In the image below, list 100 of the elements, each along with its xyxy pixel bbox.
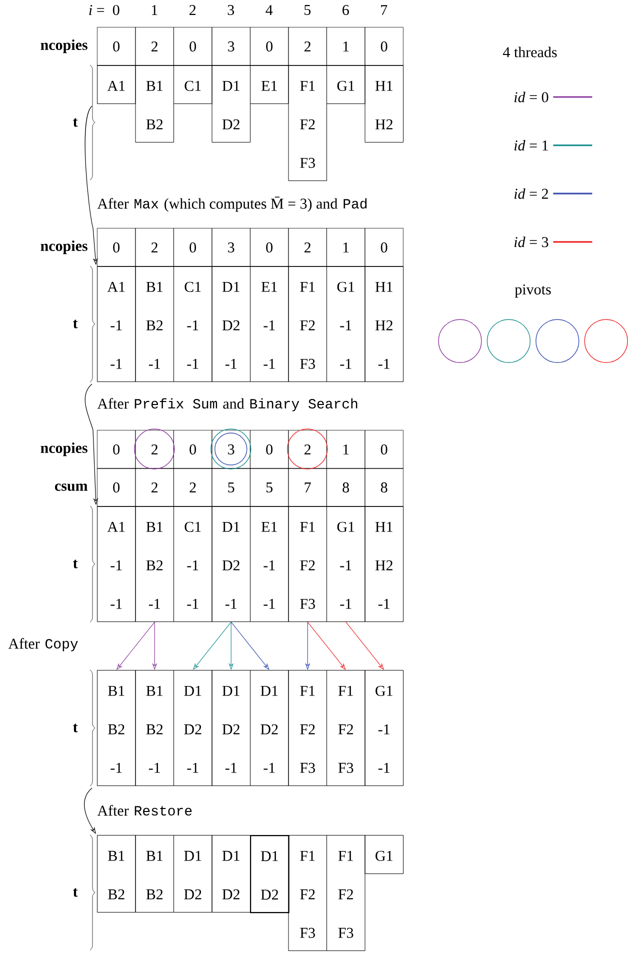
- text-label: 4: [266, 5, 273, 15]
- table-cell: 0: [97, 27, 136, 66]
- table-column: B1 B2: [97, 835, 136, 912]
- table-cell: 0: [97, 430, 136, 469]
- legend-label: id = 1: [514, 140, 548, 151]
- table-column: B1 B2: [135, 835, 174, 912]
- text-label: 2: [190, 5, 196, 15]
- table-column: F1 F2 F3: [326, 670, 366, 786]
- table-column: D1 D2: [212, 65, 250, 142]
- row-label: t: [73, 724, 78, 732]
- row-label: t: [73, 320, 78, 328]
- code-text: Pad: [344, 198, 367, 209]
- table-column: E1 -1 -1: [250, 506, 289, 622]
- table-cell: 1: [326, 430, 366, 469]
- table-column: F1 F2 F3: [288, 670, 327, 786]
- text-label: 4 threads: [503, 46, 557, 58]
- row-label: ncopies: [40, 442, 88, 456]
- text-label: 0: [112, 4, 120, 16]
- table-cell: 2: [174, 468, 212, 507]
- table-cell: 5: [250, 468, 289, 507]
- table-column: B1 B2 -1: [135, 670, 174, 786]
- text-label: 3: [228, 4, 234, 16]
- table-column: F1 F2 F3: [326, 835, 366, 951]
- text-label: 5: [304, 5, 311, 15]
- index-label: i =: [89, 5, 104, 15]
- table-cell: 0: [174, 228, 212, 267]
- row-label: csum: [54, 484, 88, 491]
- arrow: [307, 622, 346, 670]
- table-column: D1 D2 -1: [174, 670, 212, 786]
- legend-label: id = 2: [514, 188, 548, 199]
- table-column: D1 D2: [212, 835, 250, 912]
- table-cell: 3: [212, 430, 250, 469]
- table-cell: 0: [364, 228, 404, 267]
- table-column: H1 H2 -1: [364, 266, 404, 382]
- table-cell: 2: [135, 468, 174, 507]
- table-column: G1: [364, 835, 404, 874]
- table-column: F1 F2 F3: [288, 506, 327, 622]
- table-cell: 8: [326, 468, 366, 507]
- table-column: E1: [250, 65, 289, 104]
- code-text: Prefix Sum: [134, 398, 218, 409]
- text-label: 6: [342, 4, 349, 16]
- table-cell: 0: [97, 228, 136, 267]
- table-column: B1 B2: [135, 65, 174, 142]
- table-column: B1 B2 -1: [135, 506, 174, 622]
- code-text: Max: [134, 199, 158, 209]
- table-column: F1 F2 F3: [288, 65, 327, 181]
- table-cell: 5: [212, 468, 250, 507]
- table-column: A1 -1 -1: [97, 266, 136, 382]
- table-column: A1: [97, 65, 136, 104]
- legend-label: id = 3: [514, 236, 548, 248]
- table-column: C1 -1 -1: [174, 266, 212, 382]
- table-column: B1 B2 -1: [97, 670, 136, 786]
- code-text: Binary Search: [250, 398, 358, 412]
- table-column: F1 F2 F3: [288, 835, 327, 951]
- table-column: D1 D2 -1: [212, 670, 250, 786]
- table-cell: 0: [364, 430, 404, 469]
- table-column: D1 D2: [250, 835, 290, 914]
- code-text: Copy: [46, 639, 78, 652]
- row-label: t: [73, 560, 78, 568]
- caption-text: and: [223, 398, 244, 409]
- table-cell: 2: [135, 430, 174, 469]
- caption-text: After: [8, 638, 40, 649]
- table-cell: 2: [288, 27, 327, 66]
- table-cell: 0: [364, 27, 404, 66]
- table-column: H1 H2: [364, 65, 404, 142]
- row-label: t: [73, 118, 78, 127]
- table-column: A1 -1 -1: [97, 506, 136, 622]
- table-column: E1 -1 -1: [250, 266, 289, 382]
- table-column: B1 B2 -1: [135, 266, 174, 382]
- table-cell: 3: [212, 228, 250, 267]
- table-column: D1 D2: [174, 835, 212, 912]
- text-label: 7: [381, 5, 388, 15]
- caption-text: After: [97, 398, 129, 409]
- caption-text: (which computes M̄ = 3) and: [164, 196, 338, 212]
- caption-text: After: [97, 805, 129, 816]
- table-cell: 0: [174, 27, 212, 66]
- code-text: Restore: [134, 806, 192, 816]
- table-column: G1 -1 -1: [326, 506, 366, 622]
- table-cell: 2: [288, 228, 327, 267]
- arrow: [230, 622, 270, 670]
- table-column: D1 D2 -1: [212, 506, 250, 622]
- table-column: G1 -1 -1: [364, 670, 404, 786]
- table-column: G1 -1 -1: [326, 266, 366, 382]
- table-cell: 1: [326, 228, 366, 267]
- text-label: 1: [152, 5, 158, 15]
- table-cell: 1: [326, 27, 366, 66]
- text-label: pivots: [514, 284, 551, 298]
- table-cell: 0: [250, 27, 289, 66]
- row-label: ncopies: [40, 39, 88, 54]
- step-arrow: [84, 788, 96, 834]
- table-column: C1: [174, 65, 212, 104]
- table-cell: 0: [174, 430, 212, 469]
- table-column: G1: [326, 65, 366, 104]
- table-cell: 2: [135, 228, 174, 267]
- row-label: ncopies: [40, 240, 88, 254]
- row-label: t: [73, 888, 78, 897]
- table-column: F1 F2 F3: [288, 266, 327, 382]
- legend-label: id = 0: [514, 92, 548, 102]
- table-column: H1 H2 -1: [364, 506, 404, 622]
- caption-text: After: [97, 198, 129, 209]
